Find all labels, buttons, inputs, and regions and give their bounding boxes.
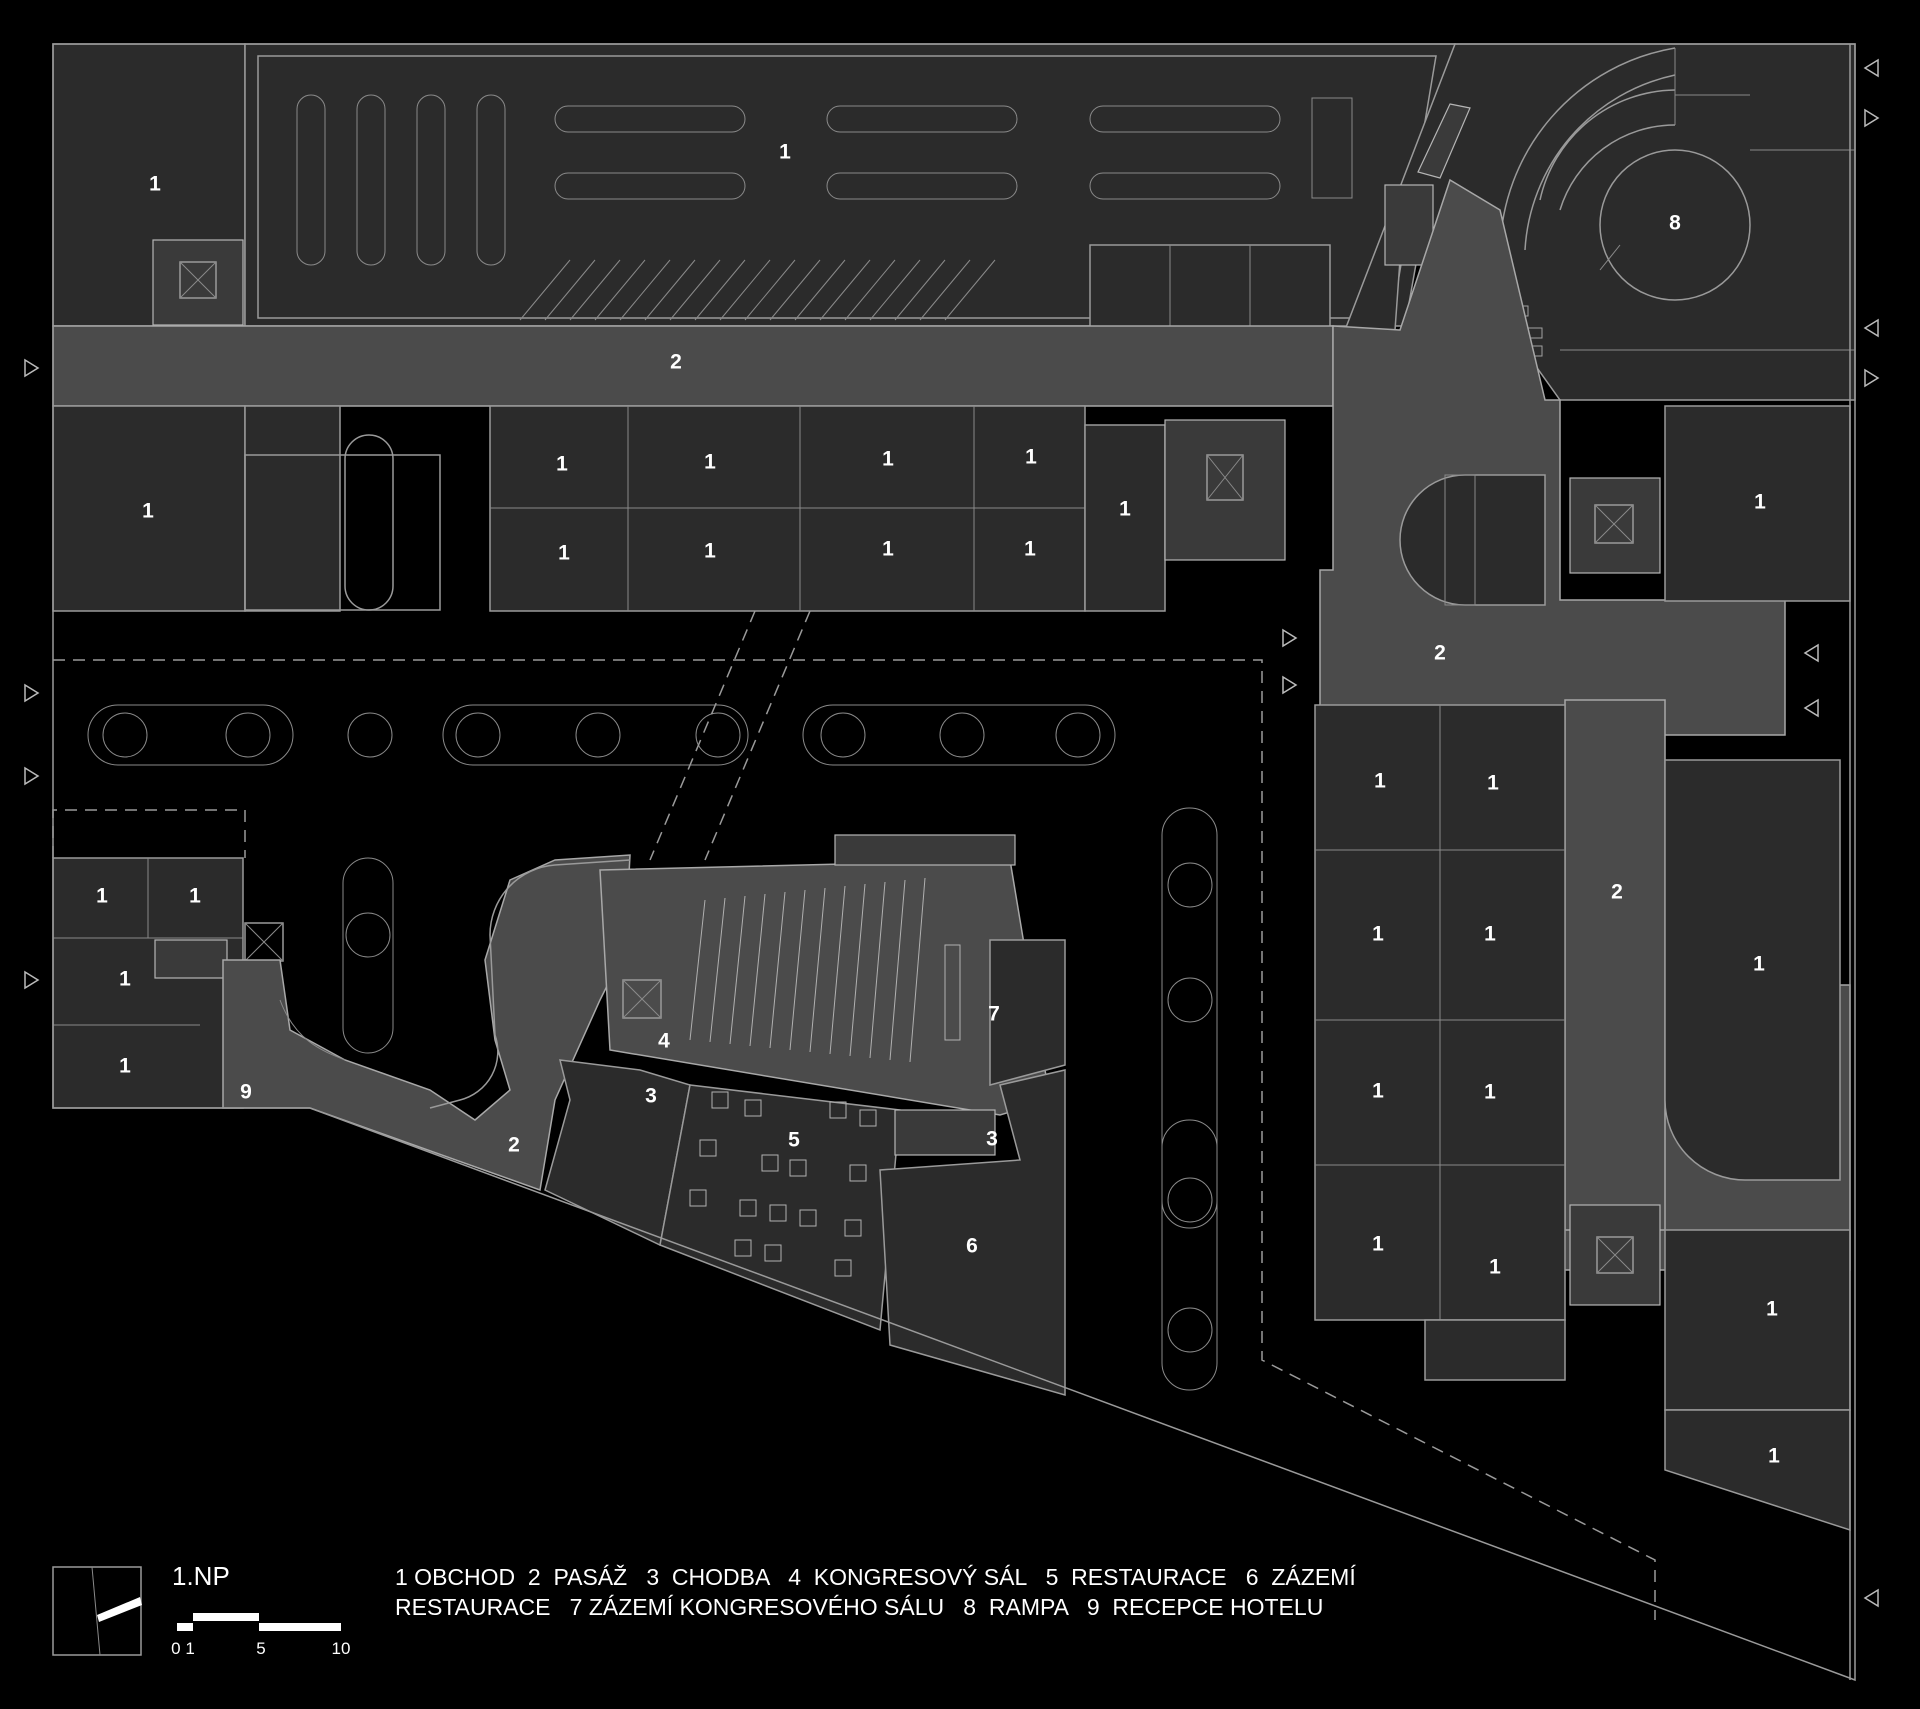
label-shop: 1 [1484, 1081, 1496, 1104]
label-restaurant: 5 [788, 1129, 800, 1152]
shop-block-right [1314, 44, 1851, 1680]
label-shop: 1 [1768, 1445, 1780, 1468]
label-shop: 1 [558, 542, 570, 565]
label-shop: 1 [1484, 923, 1496, 946]
site-boundary [52, 43, 1856, 1682]
scale-label-0-1: 0 1 [171, 1639, 195, 1658]
checkout-hatching [519, 259, 996, 321]
label-passage: 2 [1434, 642, 1446, 665]
congress-seating [689, 877, 961, 1063]
label-shop: 1 [1024, 538, 1036, 561]
label-shop: 1 [1766, 1298, 1778, 1321]
label-shop: 1 [189, 885, 201, 908]
label-passage: 2 [508, 1134, 520, 1157]
legend-line-2: RESTAURACE 7 ZÁZEMÍ KONGRESOVÉHO SÁLU 8 … [395, 1594, 1323, 1620]
label-shop: 1 [704, 451, 716, 474]
stair-core-mid [1164, 419, 1286, 561]
congress-stair [894, 1109, 996, 1156]
label-shop: 1 [142, 500, 154, 523]
entrance-markers [24, 58, 1880, 1608]
label-corridor: 3 [986, 1128, 998, 1151]
hotel-stair [154, 939, 228, 979]
shop-row-middle [52, 405, 1286, 612]
shelving [296, 94, 1353, 266]
label-shop: 1 [779, 141, 791, 164]
label-shop: 1 [1374, 770, 1386, 793]
legend-line-1: 1 OBCHOD 2 PASÁŽ 3 CHODBA 4 KONGRESOVÝ S… [395, 1564, 1356, 1590]
label-shop: 1 [556, 453, 568, 476]
label-shop: 1 [1489, 1256, 1501, 1279]
congress-block [222, 834, 1066, 1396]
restaurant-back [879, 1069, 1066, 1396]
hotel-block [52, 809, 284, 1109]
tree-row [87, 704, 1218, 1391]
label-shop: 1 [1753, 953, 1765, 976]
congress-back [989, 939, 1066, 1086]
ramp-elevator [1384, 184, 1434, 266]
label-shop: 1 [882, 538, 894, 561]
label-shop: 1 [1487, 772, 1499, 795]
scale-bar: 0 1 5 10 [171, 1613, 350, 1658]
label-shop: 1 [1754, 491, 1766, 514]
shop-small-units [1089, 244, 1331, 328]
scale-label-5: 5 [256, 1639, 265, 1658]
north-arrow [52, 1566, 142, 1656]
label-shop: 1 [704, 540, 716, 563]
label-shop: 1 [96, 885, 108, 908]
label-congress-back: 7 [988, 1003, 1000, 1026]
ramp-circle [1599, 149, 1751, 301]
label-shop: 1 [1119, 498, 1131, 521]
top-block [52, 43, 1456, 328]
passage-bottom [222, 854, 631, 1192]
scale-label-10: 10 [332, 1639, 351, 1658]
label-shop: 1 [1372, 1233, 1384, 1256]
label-ramp: 8 [1669, 212, 1681, 235]
label-passage: 2 [670, 351, 682, 374]
room-labels: 1 1 1 1 1 1 1 1 1 1 1 1 1 1 1 1 1 1 1 1 … [96, 141, 1780, 1468]
shop-right-grid-extension [1424, 1319, 1566, 1381]
label-shop: 1 [882, 448, 894, 471]
label-congress-hall: 4 [658, 1030, 670, 1053]
label-shop: 1 [149, 173, 161, 196]
drawing-title: 1.NP [172, 1561, 230, 1591]
escalator-hall [1399, 405, 1851, 606]
shop-mid-left [52, 405, 246, 612]
passage-right-vertical [1564, 699, 1666, 1231]
shop-right-top [1664, 405, 1851, 602]
label-passage: 2 [1611, 881, 1623, 904]
label-reception: 9 [240, 1081, 252, 1104]
shop-right-bottom-1 [1664, 1229, 1851, 1411]
passage-top [52, 325, 1334, 407]
label-corridor: 3 [645, 1085, 657, 1108]
stair-core-top-left [152, 239, 244, 326]
congress-stage-stair [834, 834, 1016, 866]
label-shop: 1 [1372, 923, 1384, 946]
shop-right-big [1664, 759, 1841, 1181]
label-shop: 1 [1025, 446, 1037, 469]
label-shop: 1 [119, 968, 131, 991]
shop-mid-left-2 [244, 405, 341, 612]
label-shop: 1 [119, 1055, 131, 1078]
label-shop: 1 [1372, 1080, 1384, 1103]
site-dashed-lines [53, 610, 1656, 1620]
restaurant-tables [689, 1091, 877, 1277]
ramp-stair [1417, 103, 1471, 179]
label-restaurant-back: 6 [966, 1235, 978, 1258]
